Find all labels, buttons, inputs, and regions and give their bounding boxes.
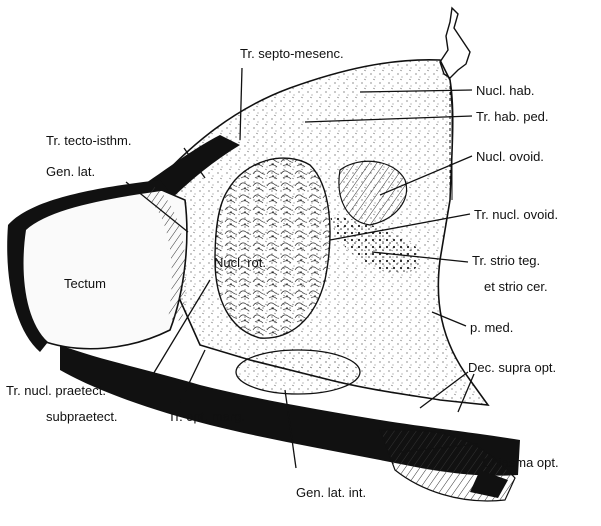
- label-dec-supra-opt: Dec. supra opt.: [468, 360, 556, 375]
- label-tr-opt-marg: Tr. opt. marg.: [168, 409, 245, 424]
- label-nucl-hab: Nucl. hab.: [476, 83, 535, 98]
- label-tr-strio-teg: Tr. strio teg.: [472, 253, 540, 268]
- label-p-med: p. med.: [470, 320, 513, 335]
- label-tr-nucl-ovoid: Tr. nucl. ovoid.: [474, 207, 558, 222]
- label-tr-tecto-isthm: Tr. tecto-isthm.: [46, 133, 131, 148]
- gen-lat-int-region: [236, 350, 360, 394]
- label-gen-lat: Gen. lat.: [46, 164, 95, 179]
- label-tr-septo-mesenc: Tr. septo-mesenc.: [240, 46, 344, 61]
- label-et-strio-cer: et strio cer.: [484, 279, 548, 294]
- label-tr-nucl-praetect: Tr. nucl. praetect.: [6, 383, 106, 398]
- label-nucl-ovoid: Nucl. ovoid.: [476, 149, 544, 164]
- label-tr-hab-ped: Tr. hab. ped.: [476, 109, 549, 124]
- label-subpraetect: subpraetect.: [46, 409, 118, 424]
- label-tectum: Tectum: [64, 276, 106, 291]
- label-nucl-rot: Nucl. rot.: [214, 255, 266, 270]
- label-chiasma-opt: Chiasma opt.: [482, 455, 559, 470]
- label-gen-lat-int: Gen. lat. int.: [296, 485, 366, 500]
